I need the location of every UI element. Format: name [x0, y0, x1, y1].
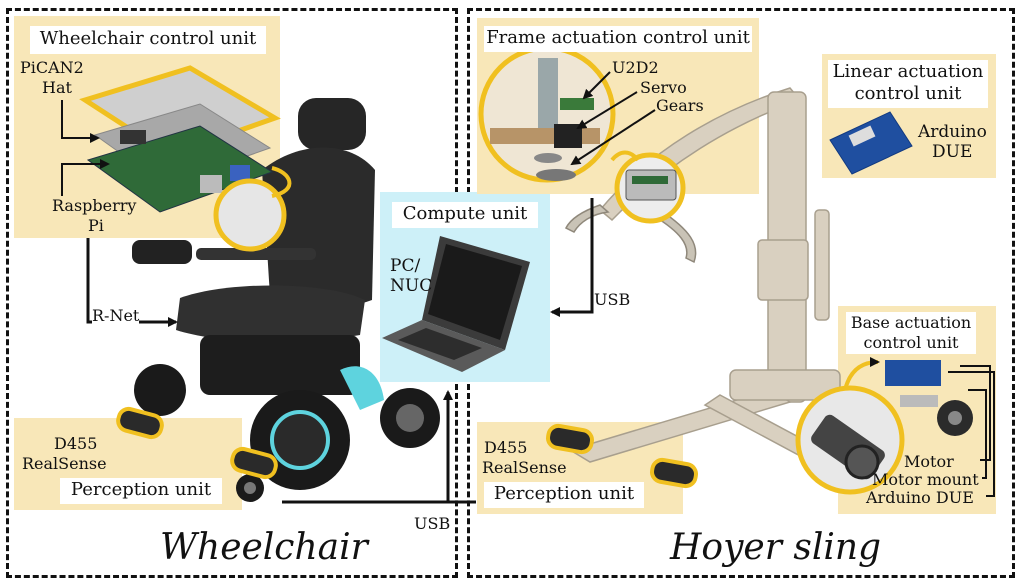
base-actuation-title-box: Base actuation control unit	[846, 312, 976, 354]
raspberry-label: Raspberry	[52, 196, 137, 215]
perception-right-title: Perception unit	[484, 482, 644, 508]
rnet-label: R-Net	[92, 306, 140, 326]
d455-left-label: D455	[54, 434, 98, 453]
d455-right-label: D455	[484, 438, 528, 457]
base-actuation-line1: Base actuation	[850, 313, 972, 332]
base-actuation-line2: control unit	[863, 333, 959, 352]
servo-label: Servo	[640, 78, 687, 97]
pi-link-curve	[271, 166, 292, 198]
wheelchair-section-title: Wheelchair	[160, 527, 368, 568]
frame-link-curve	[610, 150, 640, 162]
pi-label: Pi	[88, 216, 104, 235]
gears-label: Gears	[656, 96, 704, 115]
frame-actuation-parts	[490, 58, 600, 181]
pican-label: PiCAN2	[20, 58, 84, 77]
raspberry-pi-stack	[79, 65, 281, 213]
linear-actuation-line2: control unit	[854, 83, 962, 104]
linear-actuation-line1: Linear actuation	[832, 61, 984, 82]
compute-unit-title: Compute unit	[392, 202, 538, 228]
arduino-due-label: Arduino DUE	[866, 488, 974, 507]
arduino-due-base	[885, 360, 973, 436]
realsense-left-label: RealSense	[22, 454, 107, 473]
d455-cameras	[116, 406, 698, 489]
usb-top-label: USB	[594, 290, 631, 309]
linear-actuation-title-box: Linear actuation control unit	[828, 60, 988, 108]
motor-mount-label: Motor mount	[872, 470, 979, 489]
hat-label: Hat	[42, 78, 72, 97]
label-pointers	[61, 71, 995, 497]
pc-label: PC/	[390, 256, 421, 276]
realsense-right-label: RealSense	[482, 458, 567, 477]
hoyer-sling-section-title: Hoyer sling	[670, 527, 882, 568]
arduino-label: Arduino	[918, 122, 987, 142]
usb-bottom-label: USB	[414, 514, 451, 533]
perception-left-title: Perception unit	[60, 478, 222, 504]
motor-label: Motor	[904, 452, 954, 471]
arduino-due-linear	[829, 111, 913, 175]
base-link-arrow	[843, 357, 880, 391]
laptop-graphic	[382, 236, 530, 372]
nuc-label: NUC	[390, 276, 433, 296]
frame-unit-device	[625, 169, 677, 201]
due-label: DUE	[932, 142, 973, 162]
connection-lines	[86, 198, 594, 504]
motor-closeup	[811, 414, 885, 480]
frame-actuation-title: Frame actuation control unit	[484, 26, 752, 52]
u2d2-label: U2D2	[612, 58, 659, 77]
wheelchair-control-title: Wheelchair control unit	[30, 26, 266, 54]
